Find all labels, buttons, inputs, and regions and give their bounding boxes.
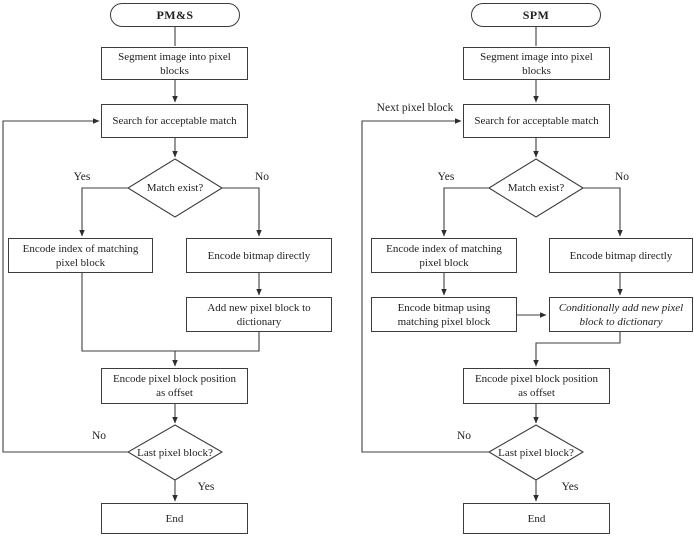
pms-add-dictionary-step: Add new pixel block to dictionary	[186, 297, 332, 332]
pms-match-yes-label: Yes	[73, 171, 91, 183]
spm-next-pixel-block-label: Next pixel block	[376, 102, 454, 114]
spm-search-step: Search for acceptable match	[463, 104, 610, 138]
spm-match-decision-label: Match exist?	[507, 182, 565, 194]
spm-encode-offset-step: Encode pixel block position as offset	[463, 368, 610, 404]
spm-last-no-label: No	[456, 430, 472, 442]
pms-encode-bitmap-step: Encode bitmap directly	[186, 238, 332, 273]
spm-match-no-label: No	[614, 171, 630, 183]
spm-segment-step: Segment image into pixel blocks	[463, 47, 610, 80]
pms-connectors	[2, 27, 262, 502]
spm-connectors	[361, 27, 623, 502]
spm-encode-bitmap-step: Encode bitmap directly	[549, 238, 693, 273]
spm-encode-bitmap-matching-step: Encode bitmap using matching pixel block	[371, 297, 517, 332]
pms-match-decision-diamond	[126, 158, 224, 218]
spm-start-terminal: SPM	[471, 3, 601, 27]
pms-search-step: Search for acceptable match	[101, 104, 248, 138]
pms-last-yes-label: Yes	[197, 481, 215, 493]
spm-last-yes-label: Yes	[561, 481, 579, 493]
spm-last-block-decision-diamond	[487, 424, 585, 481]
pms-match-decision-label: Match exist?	[146, 182, 204, 194]
pms-match-no-label: No	[254, 171, 270, 183]
spm-encode-index-step: Encode index of matching pixel block	[371, 238, 517, 273]
pms-last-no-label: No	[91, 430, 107, 442]
pms-end-terminal: End	[101, 503, 248, 534]
spm-last-block-decision-label: Last pixel block?	[498, 446, 574, 459]
spm-match-yes-label: Yes	[437, 171, 455, 183]
pms-last-block-decision-label: Last pixel block?	[137, 446, 213, 459]
spm-match-decision-diamond	[487, 158, 585, 218]
pms-segment-step: Segment image into pixel blocks	[101, 47, 248, 80]
spm-end-terminal: End	[463, 503, 610, 534]
pms-last-block-decision-diamond	[126, 424, 224, 481]
pms-start-terminal: PM&S	[110, 3, 240, 27]
pms-encode-offset-step: Encode pixel block position as offset	[101, 368, 248, 404]
spm-conditional-add-step: Conditionally add new pixel block to dic…	[549, 297, 693, 332]
pms-encode-index-step: Encode index of matching pixel block	[8, 238, 153, 273]
